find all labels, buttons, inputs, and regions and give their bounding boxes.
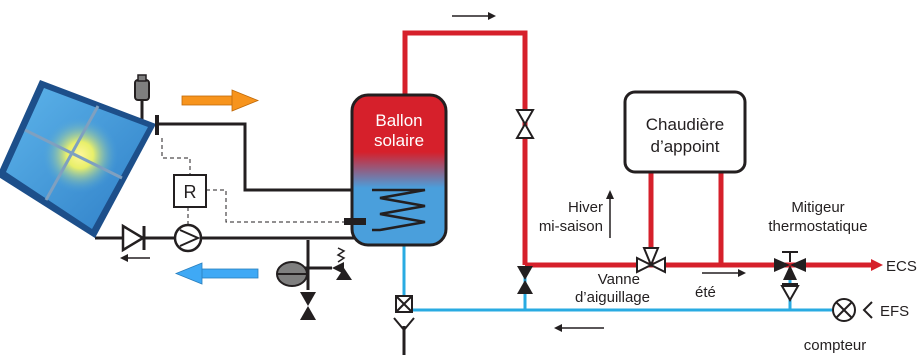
- cold-flow-direction-arrow: [554, 324, 604, 332]
- tank-label-line1: Ballon: [375, 111, 422, 130]
- diverter-valve-icon: [636, 247, 666, 274]
- ecs-label: ECS: [886, 258, 917, 275]
- hot-flow-arrow: [181, 89, 260, 112]
- heat-exchanger-coil: [372, 188, 426, 232]
- tank-label-line2: solaire: [374, 131, 424, 150]
- shutoff-valve-solar-icon: [300, 292, 316, 320]
- thermostatic-mixer-icon: [774, 251, 806, 280]
- water-meter-icon: [832, 298, 856, 322]
- air-vent-icon: [134, 74, 150, 101]
- hot-pipe-from-tank: [402, 30, 528, 265]
- mitigeur-label-line1: Mitigeur: [791, 199, 844, 216]
- vanne-label-line1: Vanne: [598, 271, 640, 288]
- hiver-label-line2: mi-saison: [539, 218, 603, 235]
- ete-label: été: [695, 284, 716, 301]
- return-flow-small-arrow: [120, 254, 150, 262]
- summer-flow-arrow: [702, 269, 746, 277]
- hiver-label-line1: Hiver: [568, 199, 603, 216]
- tank-sensor-wire: [206, 189, 352, 223]
- diverter-bypass-valve: [517, 266, 533, 294]
- boiler-label-line2: d’appoint: [650, 137, 719, 156]
- expansion-vessel-icon: [276, 261, 308, 287]
- hot-pipe-isolation-valve: [515, 109, 535, 139]
- vanne-label-line2: d’aiguillage: [575, 289, 650, 306]
- collector-sensor-wire: [161, 138, 191, 175]
- tank-drain-valve-icon: [393, 295, 415, 332]
- winter-flow-arrow: [606, 190, 614, 238]
- hot-water-pipes: [402, 30, 872, 268]
- mixer-check-valve-icon: [780, 283, 800, 303]
- check-valve-icon: [121, 223, 146, 253]
- efs-inlet-arrow: [862, 301, 873, 319]
- solar-flow-pipe: [157, 122, 370, 192]
- pump-icon: [173, 223, 203, 253]
- boiler-label-line1: Chaudière: [646, 115, 724, 134]
- regulator-box: [173, 174, 207, 208]
- compteur-label: compteur: [804, 337, 867, 354]
- sensor-wires: [161, 138, 352, 226]
- safety-valve-icon: [308, 247, 352, 280]
- tank-sensor: [344, 218, 366, 225]
- regulator-label: R: [184, 182, 197, 202]
- cold-flow-arrow: [174, 262, 259, 285]
- efs-label: EFS: [880, 303, 909, 320]
- mitigeur-label-line2: thermostatique: [768, 218, 867, 235]
- hot-pipe-flow-arrow: [452, 12, 496, 20]
- backup-boiler-box: [623, 90, 747, 174]
- ecs-outlet-arrow: [871, 259, 883, 271]
- solar-collector-icon: [0, 80, 156, 238]
